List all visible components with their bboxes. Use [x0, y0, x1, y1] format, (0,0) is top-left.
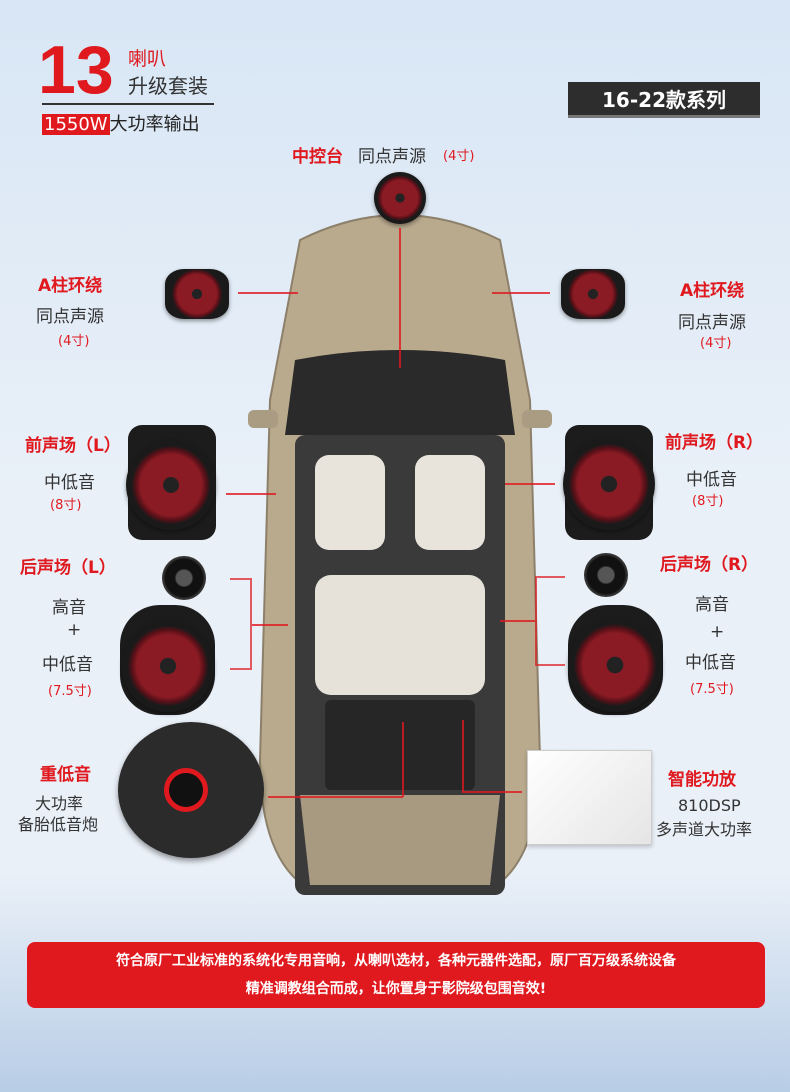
- front-right-desc: 中低音: [686, 470, 737, 490]
- divider: [42, 103, 214, 105]
- watt-suffix: 大功率输出: [109, 114, 200, 135]
- center-title: 中控台: [292, 147, 343, 167]
- info-banner: 符合原厂工业标准的系统化专用音响，从喇叭选材，各种元器件选配，原厂百万级系统设备…: [27, 942, 765, 1008]
- amplifier-image: [527, 750, 652, 845]
- rear-right-high: 高音: [695, 595, 729, 615]
- sub-title: 重低音: [40, 765, 91, 785]
- amp-model: 810DSP: [678, 796, 741, 815]
- a-left-speaker: [165, 269, 229, 319]
- series-badge: 16-22款系列: [568, 82, 760, 118]
- speaker-count: 13: [38, 32, 114, 108]
- amp-title: 智能功放: [668, 770, 736, 790]
- a-left-leader: [238, 292, 298, 294]
- rear-right-tweeter: [584, 553, 628, 597]
- front-right-size: (8寸): [692, 494, 724, 509]
- rear-left-leader: [252, 624, 288, 626]
- front-right-leader: [505, 483, 555, 485]
- rear-left-size: (7.5寸): [48, 684, 92, 699]
- rear-right-woofer: [568, 618, 662, 712]
- sub-leader: [268, 796, 403, 798]
- rear-right-bracket: [535, 576, 565, 666]
- front-left-size: (8寸): [50, 498, 82, 513]
- car-image: [248, 214, 552, 895]
- a-right-desc: 同点声源: [678, 313, 746, 333]
- a-right-title: A柱环绕: [680, 281, 745, 301]
- rear-left-woofer: [122, 620, 214, 712]
- rear-right-leader: [500, 620, 535, 622]
- rear-right-desc: 中低音: [685, 653, 736, 673]
- front-right-speaker: [563, 438, 655, 530]
- sub-line1: 大功率: [35, 794, 84, 813]
- subwoofer: [118, 722, 264, 858]
- amp-leader-v: [462, 720, 464, 792]
- center-speaker: [374, 172, 426, 224]
- amp-leader: [462, 791, 522, 793]
- center-desc: 同点声源: [358, 147, 426, 167]
- front-right-title: 前声场（R）: [665, 433, 764, 453]
- rear-left-plus: +: [67, 620, 82, 640]
- a-left-title: A柱环绕: [38, 276, 103, 296]
- a-left-size: (4寸): [58, 334, 90, 349]
- rear-left-tweeter: [162, 556, 206, 600]
- rear-left-high: 高音: [52, 598, 86, 618]
- subwoofer-ring: [164, 768, 208, 812]
- front-left-title: 前声场（L）: [25, 436, 121, 456]
- header-title-2: 升级套装: [128, 74, 208, 98]
- rear-left-title: 后声场（L）: [20, 558, 116, 578]
- sub-leader-v: [402, 722, 404, 797]
- front-left-speaker: [126, 440, 216, 530]
- front-left-desc: 中低音: [44, 473, 95, 493]
- watt-badge: 1550W: [42, 114, 110, 135]
- a-right-size: (4寸): [700, 336, 732, 351]
- center-size: (4寸): [443, 149, 475, 164]
- amp-desc: 多声道大功率: [656, 820, 753, 839]
- rear-left-desc: 中低音: [42, 655, 93, 675]
- sub-line2: 备胎低音炮: [18, 815, 99, 834]
- banner-line-1: 符合原厂工业标准的系统化专用音响，从喇叭选材，各种元器件选配，原厂百万级系统设备: [116, 953, 676, 969]
- front-left-leader: [226, 493, 276, 495]
- rear-right-size: (7.5寸): [690, 682, 734, 697]
- rear-right-title: 后声场（R）: [660, 555, 759, 575]
- a-right-leader: [492, 292, 550, 294]
- a-right-speaker: [561, 269, 625, 319]
- a-left-desc: 同点声源: [36, 307, 104, 327]
- banner-line-2: 精准调教组合而成，让你置身于影院级包围音效!: [245, 981, 547, 997]
- center-leader: [399, 228, 401, 368]
- rear-right-plus: +: [710, 622, 725, 642]
- header-title-1: 喇叭: [128, 48, 167, 70]
- rear-left-bracket: [230, 578, 252, 670]
